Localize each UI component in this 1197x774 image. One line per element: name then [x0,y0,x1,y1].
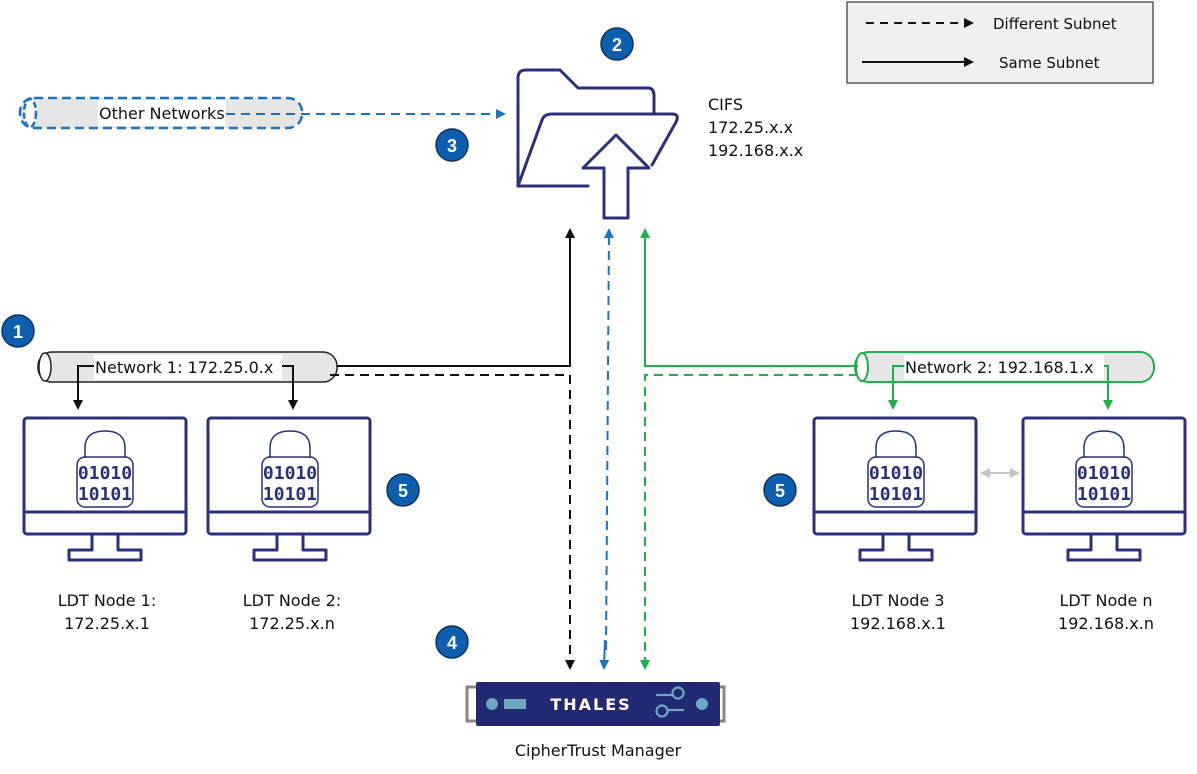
padlock-icon [76,430,134,508]
computer-monitor-icon [1021,416,1187,562]
cifs-ciphertrust-blue-link-down [599,639,610,670]
node-ip: 172.25.x.n [249,614,335,633]
badge-2: 2 [600,27,634,61]
binary-text-line-1: 01010 [1077,463,1131,484]
cifs-info: CIFS 172.25.x.x 192.168.x.x [708,95,803,160]
network-2-pipe: Network 2: 192.168.1.x [854,351,1155,383]
cifs-address-2: 192.168.x.x [708,141,803,160]
network-1-pipe: Network 1: 172.25.0.x [37,351,338,383]
binary-text-line-1: 01010 [869,463,923,484]
network-2-drop-node-n [1103,365,1113,410]
computer-monitor-icon [22,416,188,562]
binary-text-line-1: 01010 [78,463,132,484]
network-2-label: Network 2: 192.168.1.x [905,358,1094,377]
computer-monitor-icon [812,416,978,562]
computer-monitor-icon [206,416,372,562]
network-1-drop-node-1 [73,365,94,410]
other-networks-label: Other Networks [99,104,225,123]
node-name: LDT Node 2: [243,591,342,610]
node-ip: 192.168.x.1 [850,614,946,633]
svg-text:4: 4 [447,633,457,653]
node-ip: 192.168.x.n [1058,614,1154,633]
padlock-icon [1075,430,1133,508]
padlock-icon [261,430,319,508]
key-icon [655,686,685,718]
badge-5-left: 5 [386,473,420,507]
svg-text:3: 3 [447,136,457,156]
other-networks-pipe: Other Networks [18,96,304,130]
legend-different-subnet: Different Subnet [993,15,1117,33]
node-name: LDT Node 3 [851,591,944,610]
network-2-to-cifs-link [640,228,858,367]
binary-text-line-2: 10101 [869,484,923,505]
network-1-to-cifs-link [337,228,575,367]
network-1-label: Network 1: 172.25.0.x [95,358,273,377]
badge-1: 1 [1,314,35,348]
badge-5-right: 5 [763,473,797,507]
cifs-title: CIFS [708,95,743,114]
badge-3: 3 [435,128,469,162]
cifs-address-1: 172.25.x.x [708,118,793,137]
node-name: LDT Node n [1059,591,1152,610]
network-1-drop-node-2 [282,365,298,410]
badge-4: 4 [435,625,469,659]
cifs-folder-icon [516,68,679,220]
network-2-to-ciphertrust-link [640,374,858,670]
svg-text:5: 5 [775,481,785,501]
appliance-brand: THALES [550,695,631,714]
appliance-led-left [486,698,498,710]
appliance-label: CipherTrust Manager [515,741,682,760]
network-1-to-ciphertrust-link [330,374,575,670]
binary-text-line-2: 10101 [78,484,132,505]
node-name: LDT Node 1: [58,591,157,610]
node-ip: 172.25.x.1 [64,614,150,633]
legend-same-subnet: Same Subnet [999,54,1100,72]
cifs-ciphertrust-blue-link-up [603,228,614,651]
svg-text:1: 1 [13,322,23,342]
appliance-led-right [696,698,708,710]
binary-text-line-1: 01010 [263,463,317,484]
appliance-slot [504,699,526,709]
binary-text-line-2: 10101 [1077,484,1131,505]
ciphertrust-appliance: THALES CipherTrust Manager [465,682,726,760]
network-2-drop-node-3 [888,365,904,410]
svg-text:2: 2 [612,35,622,55]
binary-text-line-2: 10101 [263,484,317,505]
svg-text:5: 5 [398,481,408,501]
legend: Different Subnet Same Subnet [846,1,1154,84]
padlock-icon [867,430,925,508]
